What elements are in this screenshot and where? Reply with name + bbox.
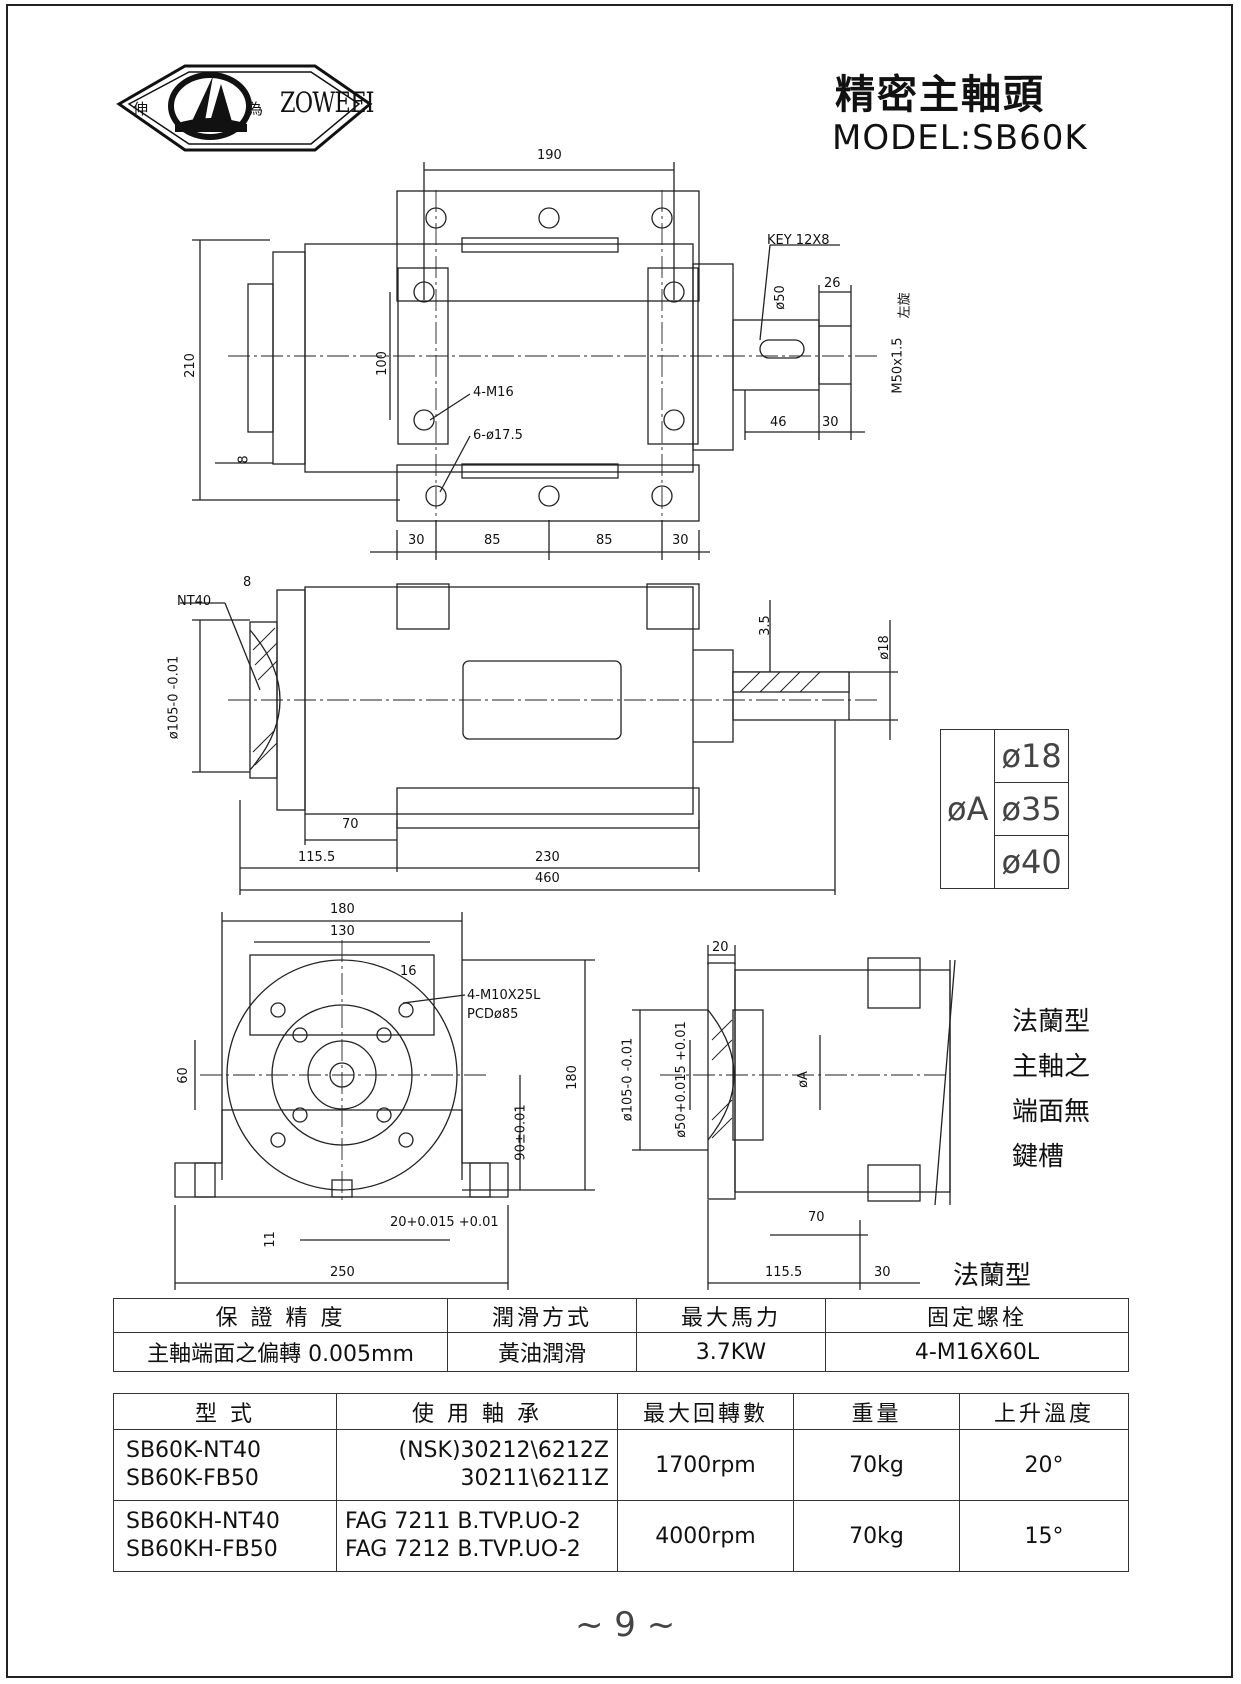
thread-direction: 左旋 (897, 292, 913, 319)
zoweei-logo (116, 64, 373, 152)
dim-11: 11 (262, 1231, 278, 1248)
spec-header: 固定螺栓 (825, 1298, 1129, 1333)
dim-70-side: 70 (342, 817, 359, 832)
bolt-note: 4-M16 (473, 385, 514, 400)
dim-190: 190 (537, 148, 562, 163)
flange-note-line: 主軸之 (1012, 1052, 1091, 1082)
dim-115-side: 115.5 (298, 850, 336, 865)
thread-spec: M50x1.5 (890, 337, 906, 394)
spec-cell: 3.7KW (636, 1332, 826, 1372)
dia-value: ø18 (994, 729, 1069, 783)
model-name: SB60K-FB50 (126, 1466, 259, 1491)
model-name: SB60K-NT40 (126, 1438, 261, 1463)
dim-20-flange: 20 (712, 940, 729, 955)
spec-table: 保 證 精 度 潤滑方式 最大馬力 固定螺栓 主軸端面之偏轉 0.005mm 黃… (113, 1298, 1129, 1372)
spec-header: 潤滑方式 (447, 1298, 637, 1333)
flange-note-line: 法蘭型 (1012, 1007, 1091, 1037)
bearing-name: FAG 7212 B.TVP.UO-2 (345, 1537, 581, 1562)
pcd-note: PCDø85 (467, 1007, 519, 1022)
dim-70-flange: 70 (808, 1210, 825, 1225)
spec-cell: 主軸端面之偏轉 0.005mm (113, 1332, 448, 1372)
hole-note: 6-ø17.5 (473, 428, 523, 443)
spec-header: 最大馬力 (636, 1298, 826, 1333)
dim-bottom-30b: 30 (672, 533, 689, 548)
dim-phi105-flange: ø105-0 -0.01 (620, 1037, 636, 1122)
dim-115-flange: 115.5 (765, 1265, 803, 1280)
flange-note-line: 端面無 (1012, 1097, 1091, 1127)
key-note: KEY 12X8 (767, 233, 830, 248)
dim-3-5: 3.5 (757, 615, 773, 636)
spec-cell: 4-M16X60L (825, 1332, 1129, 1372)
screw-note: 4-M10X25L (467, 988, 541, 1003)
page-frame (6, 4, 1233, 1678)
dim-250: 250 (330, 1265, 355, 1280)
bearing-name: 30211\6211Z (460, 1466, 609, 1491)
dim-30-flange: 30 (874, 1265, 891, 1280)
dim-60: 60 (175, 1067, 191, 1084)
flange-note: 法蘭型 主軸之 端面無 鍵槽 (1012, 1000, 1090, 1180)
dim-20-front: 20+0.015 +0.01 (390, 1215, 499, 1230)
dim-8-side: 8 (243, 575, 252, 590)
dim-460: 460 (535, 871, 560, 886)
dim-bottom-85a: 85 (484, 533, 501, 548)
dim-phi105-side: ø105-0 -0.01 (166, 655, 182, 740)
weight-cell: 70kg (793, 1429, 960, 1501)
dim-bottom-85b: 85 (596, 533, 613, 548)
dim-16: 16 (400, 964, 417, 979)
weight-cell: 70kg (793, 1500, 960, 1572)
dim-90: 90±0.01 (513, 1104, 529, 1161)
logo-char-right: 為 (248, 100, 264, 118)
dim-phiA: øA (795, 1071, 811, 1088)
temp-cell: 20° (959, 1429, 1129, 1501)
model-header: 型 式 (113, 1393, 337, 1430)
dia-label: øA (939, 729, 996, 889)
model-name: SB60KH-NT40 (126, 1509, 280, 1534)
dim-230: 230 (535, 850, 560, 865)
dim-8-top: 8 (236, 455, 252, 464)
nt40-note: NT40 (177, 594, 212, 609)
dim-phi50-flange: ø50+0.015 +0.01 (673, 1021, 689, 1138)
page-number: ~ 9 ~ (575, 1605, 676, 1645)
rpm-cell: 4000rpm (617, 1500, 794, 1572)
dim-46: 46 (770, 415, 787, 430)
bearing-cell: (NSK)30212\6212Z 30211\6211Z (336, 1429, 618, 1501)
dim-30-right: 30 (822, 415, 839, 430)
model-header: 重量 (793, 1393, 960, 1430)
logo-char-left: 伸 (133, 100, 149, 118)
model-name: SB60KH-FB50 (126, 1537, 278, 1562)
model-header: 最大回轉數 (617, 1393, 794, 1430)
flange-type-label: 法蘭型 (953, 1261, 1032, 1291)
temp-cell: 15° (959, 1500, 1129, 1572)
dim-bottom-30a: 30 (408, 533, 425, 548)
dim-180-width: 180 (330, 902, 355, 917)
dim-210: 210 (182, 353, 198, 378)
dim-180-height: 180 (564, 1065, 580, 1090)
dia-value: ø35 (994, 782, 1069, 836)
dim-phi18: ø18 (876, 635, 892, 660)
bearing-name: (NSK)30212\6212Z (398, 1438, 609, 1463)
diameter-table: øA ø18 ø35 ø40 (939, 729, 1069, 889)
brand-name: ZOWEEI (280, 86, 375, 119)
bearing-name: FAG 7211 B.TVP.UO-2 (345, 1509, 581, 1534)
dia-value: ø40 (994, 835, 1069, 889)
model-title: MODEL:SB60K (832, 118, 1088, 158)
flange-note-line: 鍵槽 (1012, 1142, 1065, 1172)
rpm-cell: 1700rpm (617, 1429, 794, 1501)
model-header: 上升溫度 (959, 1393, 1129, 1430)
dim-phi50: ø50 (772, 285, 788, 310)
dim-100: 100 (374, 351, 390, 376)
dim-130: 130 (330, 924, 355, 939)
page-title: 精密主軸頭 (835, 72, 1045, 118)
spec-cell: 黃油潤滑 (447, 1332, 637, 1372)
model-header: 使 用 軸 承 (336, 1393, 618, 1430)
dim-26: 26 (824, 276, 841, 291)
spec-header: 保 證 精 度 (113, 1298, 448, 1333)
